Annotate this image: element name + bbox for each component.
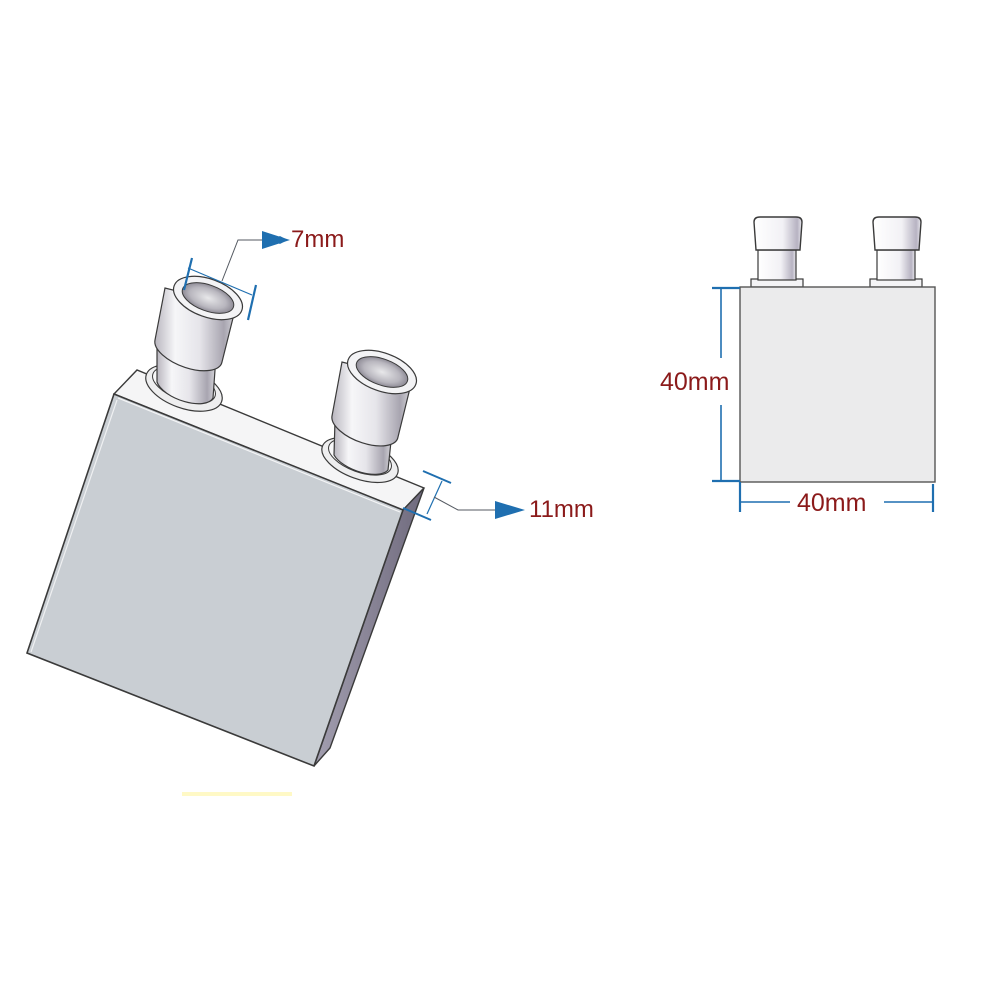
dimension-block-thickness [402, 470, 525, 521]
isometric-view [25, 231, 525, 796]
dimension-block-width [738, 482, 935, 512]
label-block-height: 40mm [660, 368, 730, 396]
arrow-icon [262, 231, 290, 249]
label-block-thickness: 11mm [529, 496, 594, 523]
yellow-highlight [182, 792, 292, 796]
outlet-fitting [321, 349, 418, 484]
block-front-face [25, 392, 405, 768]
label-fitting-diameter: 7mm [291, 226, 345, 253]
arrow-icon [495, 501, 525, 519]
front-view-right-fitting [869, 216, 923, 288]
dimension-block-height [712, 286, 740, 483]
front-view [712, 216, 936, 512]
inlet-fitting [145, 275, 244, 412]
front-view-left-fitting [750, 216, 804, 288]
label-block-width: 40mm [797, 489, 867, 517]
front-view-block [739, 286, 936, 483]
dimension-fitting-diameter [182, 231, 290, 321]
